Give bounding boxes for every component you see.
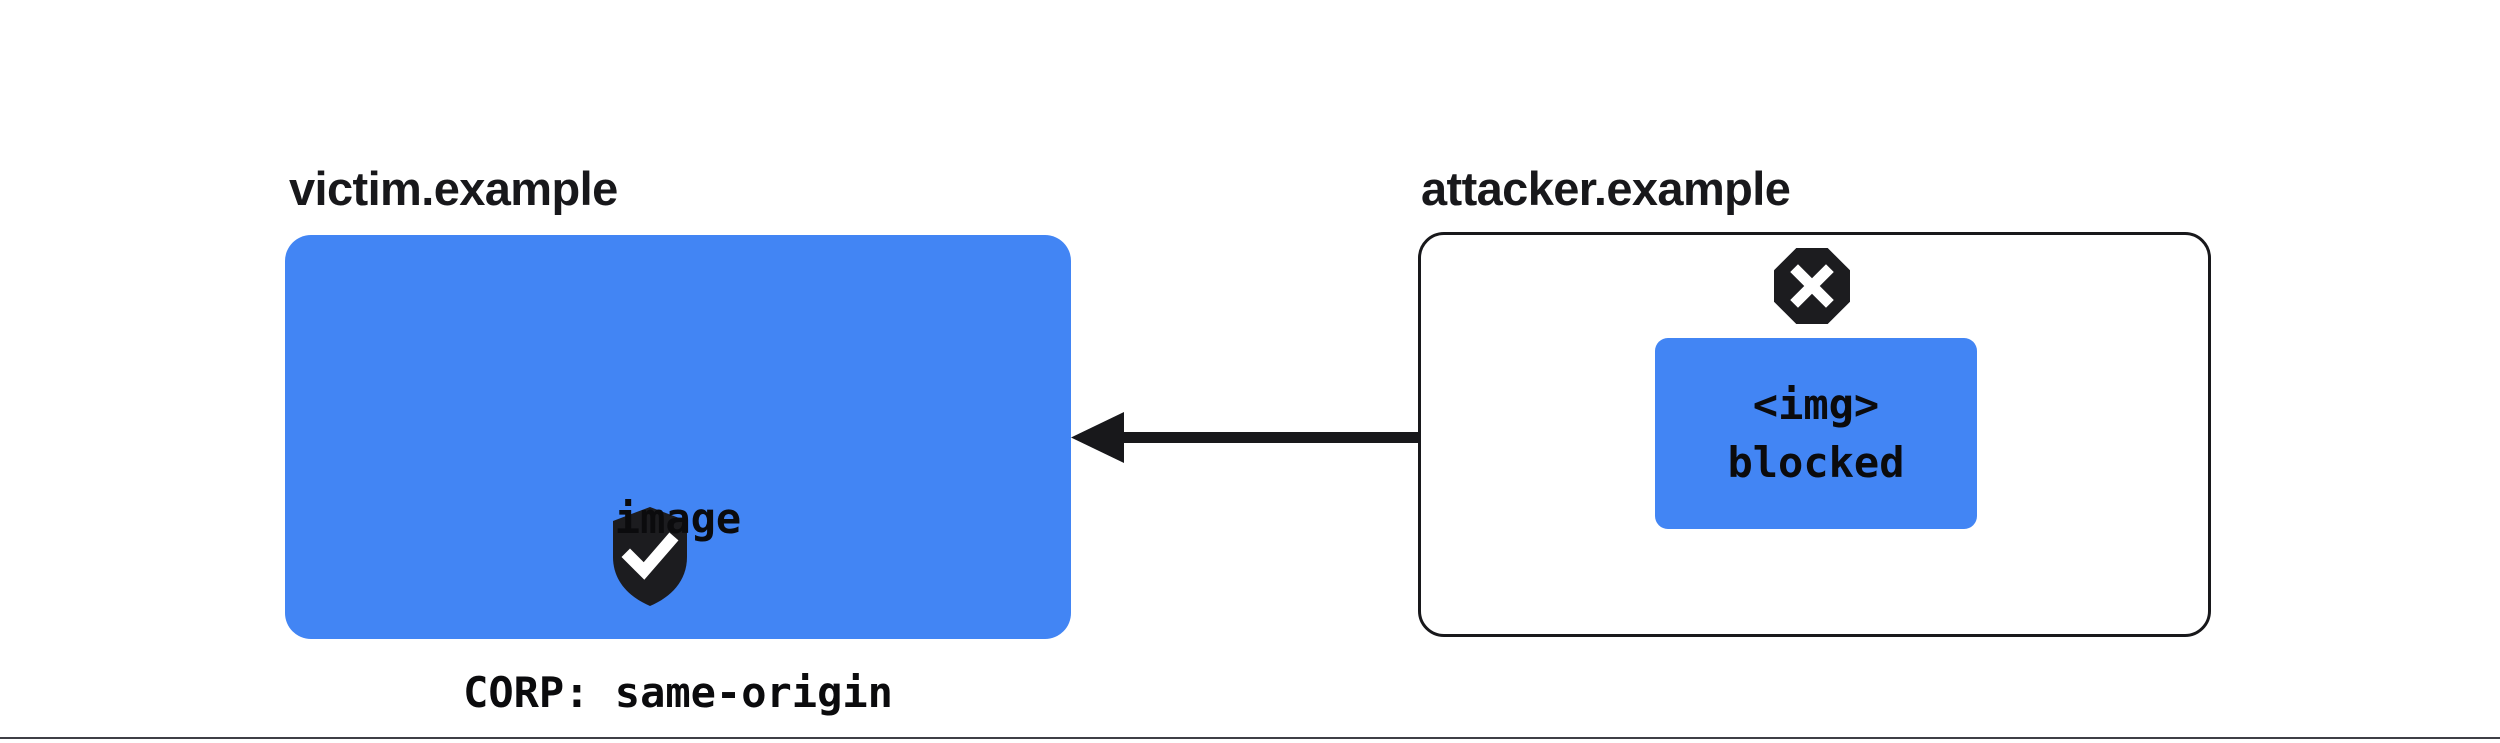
victim-resource-text: image CORP: same-origin <box>285 374 1071 743</box>
victim-origin-label: victim.example <box>289 162 618 215</box>
victim-frame <box>285 235 1071 639</box>
octagon-x-icon <box>1774 248 1850 324</box>
attacker-origin-label: attacker.example <box>1421 162 1791 215</box>
attacker-img-embed: <img> blocked <box>1655 338 1977 529</box>
attacker-img-status: blocked <box>1727 437 1905 487</box>
cross-origin-request-arrow <box>1060 408 1670 470</box>
attacker-img-tag: <img> <box>1752 379 1880 429</box>
shield-check-icon <box>613 507 687 606</box>
victim-resource-name: image <box>614 494 742 543</box>
victim-resource-header: CORP: same-origin <box>463 668 893 717</box>
bottom-divider <box>0 737 2500 739</box>
